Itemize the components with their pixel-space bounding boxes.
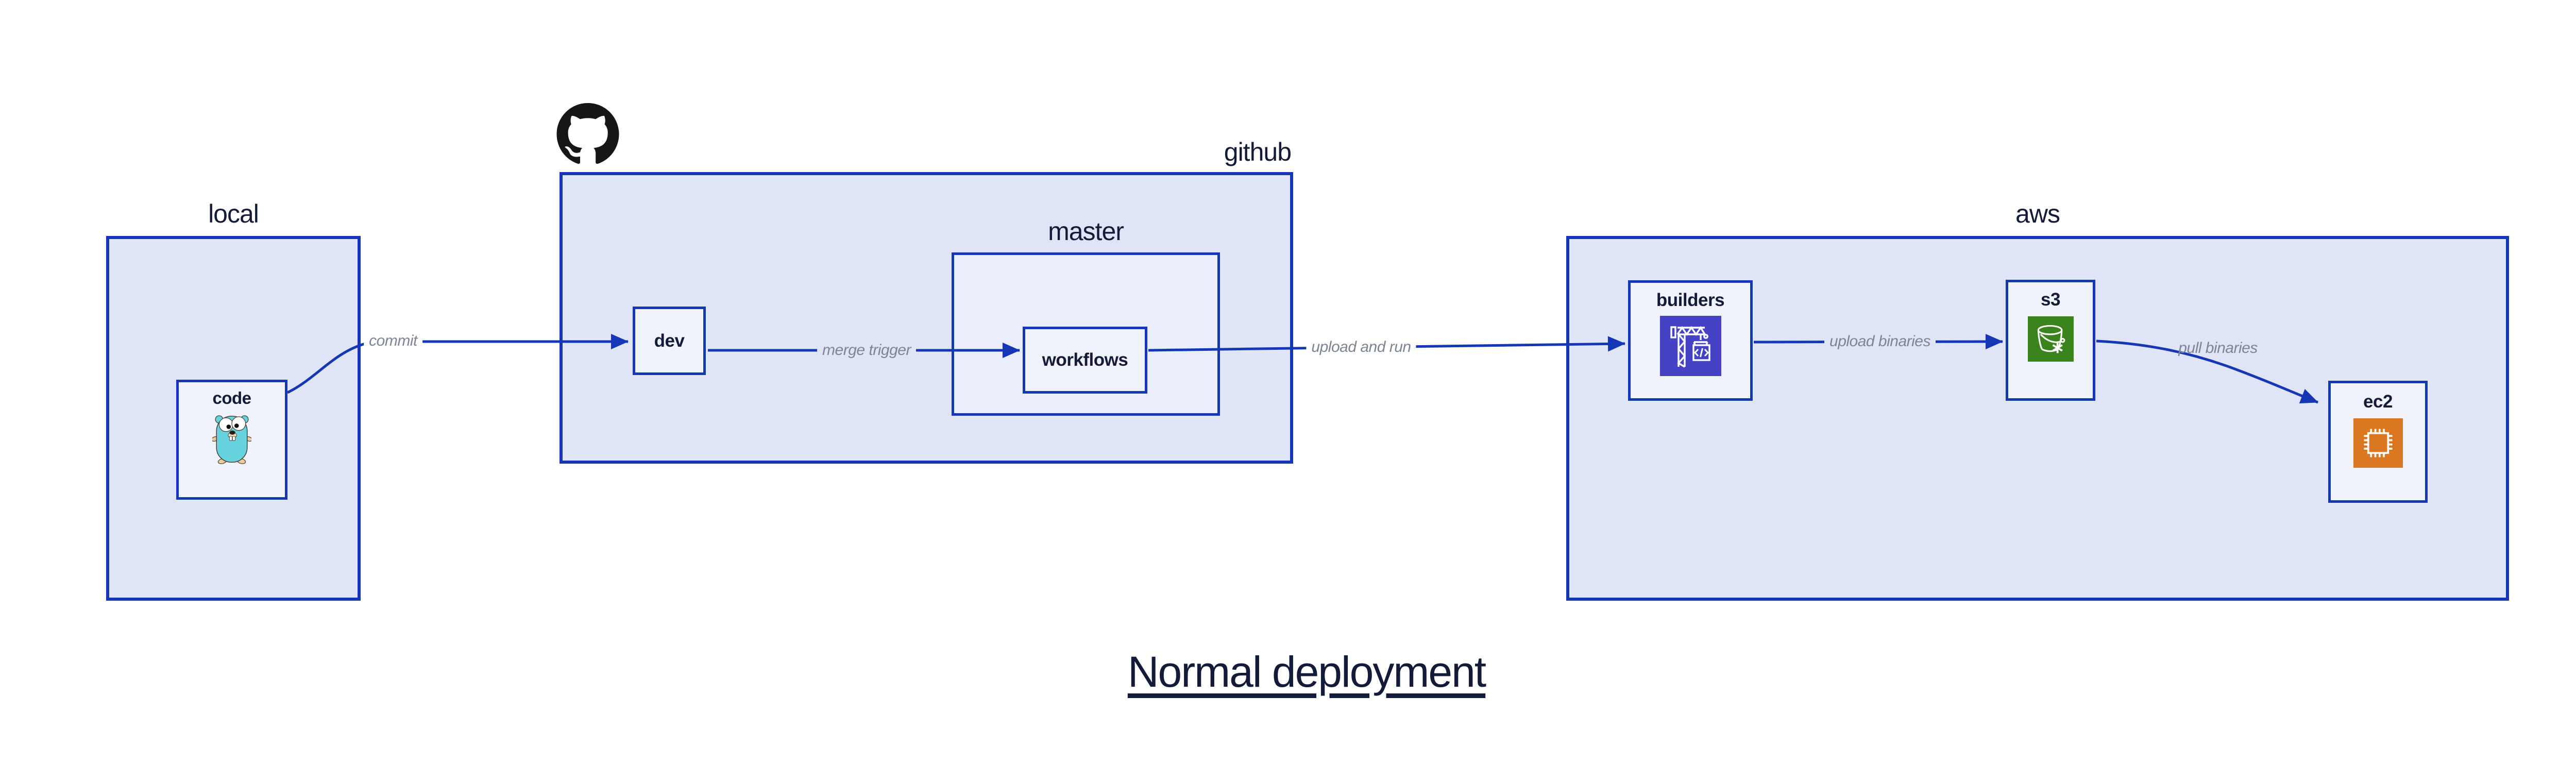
edge-pull-binaries-label: pull binaries xyxy=(2178,339,2258,356)
node-workflows: workflows xyxy=(1023,327,1147,394)
node-builders: builders xyxy=(1628,280,1753,401)
diagram-caption: Normal deployment xyxy=(1127,648,1486,696)
edge-upload-and-run-label: upload and run xyxy=(1306,338,1416,356)
master-group-title: master xyxy=(1048,217,1124,246)
cpu-chip-icon xyxy=(2353,418,2403,468)
node-ec2: ec2 xyxy=(2328,381,2428,503)
node-s3: s3 xyxy=(2006,280,2095,401)
node-workflows-label: workflows xyxy=(1042,350,1128,370)
s3-bucket-icon xyxy=(2027,316,2074,362)
aws-group-title: aws xyxy=(2015,199,2060,228)
edge-upload-binaries-label: upload binaries xyxy=(1824,333,1936,350)
node-dev-label: dev xyxy=(654,330,685,351)
github-group-title: github xyxy=(1224,138,1292,166)
node-dev: dev xyxy=(633,307,706,375)
node-s3-label: s3 xyxy=(2041,290,2060,310)
edge-merge-trigger-label: merge trigger xyxy=(817,342,916,359)
node-builders-label: builders xyxy=(1656,290,1725,310)
node-ec2-label: ec2 xyxy=(2363,392,2393,412)
edge-commit-label: commit xyxy=(364,332,422,350)
local-group-title: local xyxy=(208,199,259,228)
github-octocat-logo-icon xyxy=(556,103,620,168)
node-code: code xyxy=(176,380,287,500)
crane-build-icon xyxy=(1659,316,1721,376)
go-gopher-icon xyxy=(212,411,251,465)
node-code-label: code xyxy=(212,388,251,408)
